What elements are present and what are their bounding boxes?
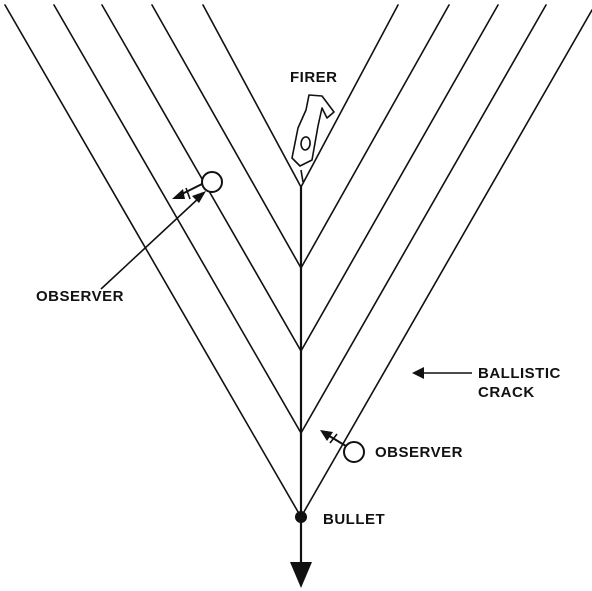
trajectory-arrowhead	[290, 562, 312, 588]
bullet-dot	[295, 511, 307, 523]
ballistic-crack-label-line1: BALLISTIC	[478, 365, 561, 382]
ballistic-crack-label-line2: CRACK	[478, 384, 535, 401]
ballistic-crack-leader-arrowhead	[412, 367, 424, 379]
observer-left-label: OBSERVER	[36, 288, 124, 305]
observer-left-head	[202, 172, 222, 192]
observer-right-head	[344, 442, 364, 462]
bullet-label: BULLET	[323, 511, 385, 528]
observer-left-leader-line	[101, 197, 200, 289]
firer-label: FIRER	[290, 69, 338, 86]
shock-wave-front-1	[203, 5, 398, 187]
observer-left-leader-arrowhead	[192, 191, 206, 203]
observer-right-label: OBSERVER	[375, 444, 463, 461]
